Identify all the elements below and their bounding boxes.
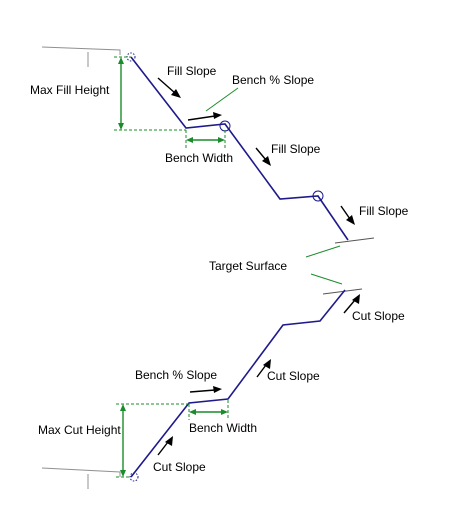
bench-pct-slope-top-arrowhead xyxy=(213,112,222,119)
cut-slope-3-label: Cut Slope xyxy=(153,460,206,474)
cut-slope-2-arrowhead xyxy=(263,359,271,369)
cut-slope-3-arrowhead xyxy=(165,436,173,446)
bench-pct-slope-top-label: Bench % Slope xyxy=(232,73,314,87)
target-surface-top xyxy=(334,237,375,244)
bench-pct-slope-top-arrow xyxy=(187,115,216,121)
bench-pct-slope-bottom-arrowhead xyxy=(213,386,222,393)
max-cut-arrowhead-down xyxy=(120,470,126,477)
max-cut-arrowhead-up xyxy=(120,404,126,411)
cut-hinge-marker xyxy=(129,472,139,482)
fill-slope-profile xyxy=(130,56,349,241)
bench-width-top-arrow-left xyxy=(186,137,193,143)
bench-width-bottom-label: Bench Width xyxy=(189,421,257,435)
bench-width-top-label: Bench Width xyxy=(165,151,233,165)
fill-slope-1-arrow xyxy=(157,77,176,94)
cut-slope-2-arrow xyxy=(256,364,267,378)
bench-pct-slope-bottom-arrow xyxy=(189,389,216,393)
cut-slope-1-label: Cut Slope xyxy=(352,309,405,323)
fill-slope-3-arrow xyxy=(340,205,351,220)
bench-end-marker xyxy=(312,190,324,202)
fill-slope-1-label: Fill Slope xyxy=(167,64,217,78)
bench-width-bottom-arrow-right xyxy=(221,409,228,415)
fill-slope-3-arrowhead xyxy=(346,215,355,225)
max-fill-height-label: Max Fill Height xyxy=(30,83,110,97)
fill-slope-1-arrowhead xyxy=(171,89,181,98)
bench-start-marker xyxy=(219,120,231,132)
max-fill-arrowhead-up xyxy=(118,57,124,64)
target-surface-leader-bottom xyxy=(310,273,343,285)
fill-slope-3-label: Fill Slope xyxy=(359,204,409,218)
cut-slope-profile xyxy=(130,289,346,478)
fill-slope-2-arrowhead xyxy=(262,156,271,166)
cut-slope-2-label: Cut Slope xyxy=(267,369,320,383)
bench-pct-slope-top-leader xyxy=(205,87,239,112)
target-surface-label: Target Surface xyxy=(209,259,287,273)
target-surface-leader-top xyxy=(305,245,341,258)
bench-width-top-arrow-right xyxy=(218,137,225,143)
max-cut-height-label: Max Cut Height xyxy=(38,423,121,437)
cut-slope-1-arrowhead xyxy=(352,294,360,304)
fill-slope-2-arrow xyxy=(255,147,267,161)
road-surface-bottom xyxy=(41,467,121,477)
road-surface-top xyxy=(41,46,121,55)
cut-slope-3-arrow xyxy=(157,441,169,456)
bench-pct-slope-bottom-label: Bench % Slope xyxy=(135,368,217,382)
max-fill-arrowhead-down xyxy=(118,123,124,130)
target-surface-bottom xyxy=(322,288,363,295)
cut-slope-1-arrow xyxy=(343,299,356,314)
fill-slope-2-label: Fill Slope xyxy=(271,142,321,156)
bench-width-bottom-arrow-left xyxy=(189,409,196,415)
